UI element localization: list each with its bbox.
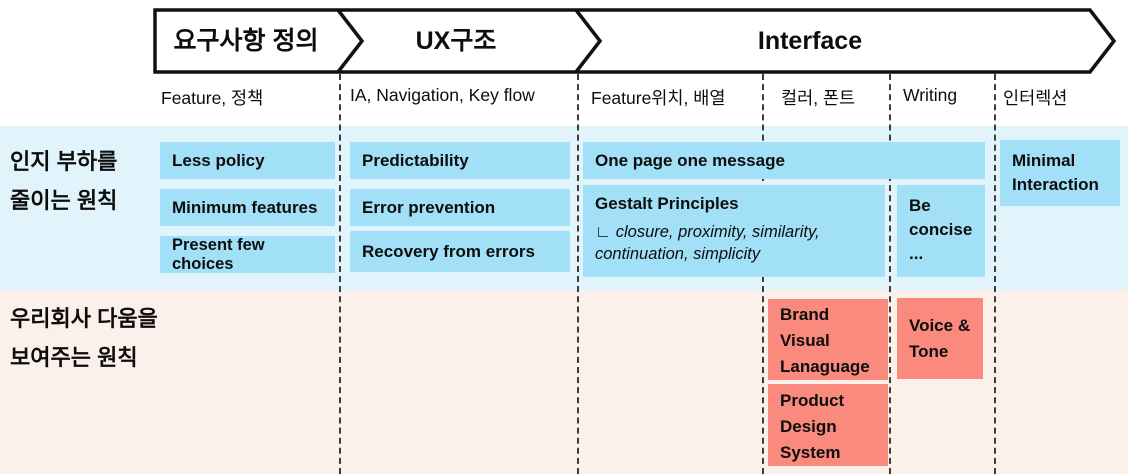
row-label-line: 줄이는 원칙 (10, 188, 118, 213)
column-divider (889, 74, 891, 474)
card-be-concise: Be concise ... (897, 185, 985, 277)
card-one-page-one-message: One page one message (583, 142, 985, 179)
row-label-line: 우리회사 다움을 (10, 306, 158, 331)
chevron-separator-icon (336, 8, 365, 74)
row-label-cognitive-load: 인지 부하를 줄이는 원칙 (10, 142, 117, 220)
card-title: Gestalt Principles (595, 194, 739, 213)
column-header-color-font: 컬러, 폰트 (781, 88, 856, 108)
card-product-design-system: Product Design System (768, 384, 888, 466)
card-recovery-from-errors: Recovery from errors (350, 231, 570, 272)
stage-label-interface: Interface (757, 27, 863, 55)
row-label-line: 인지 부하를 (10, 149, 118, 174)
card-minimal-interaction: Minimal Interaction (1000, 140, 1120, 206)
card-gestalt-principles: Gestalt Principles ∟ closure, proximity,… (583, 185, 885, 277)
stage-label-requirements: 요구사항 정의 (173, 27, 319, 55)
card-present-few-choices: Present few choices (160, 236, 335, 273)
card-subtext: ∟ closure, proximity, similarity, contin… (595, 221, 873, 265)
card-voice-and-tone: Voice & Tone (897, 298, 983, 379)
column-header-writing: Writing (903, 85, 958, 105)
row-label-line: 보여주는 원칙 (10, 345, 138, 370)
stage-label-ux-structure: UX구조 (415, 27, 497, 55)
row-label-brand-identity: 우리회사 다움을 보여주는 원칙 (10, 299, 158, 377)
column-divider (577, 74, 579, 474)
column-header-interaction: 인터렉션 (1003, 88, 1068, 108)
column-divider (994, 74, 996, 474)
card-less-policy: Less policy (160, 142, 335, 179)
column-header-ia-navigation: IA, Navigation, Key flow (350, 85, 535, 105)
column-header-feature-policy: Feature, 정책 (161, 88, 264, 108)
card-predictability: Predictability (350, 142, 570, 179)
banner-outline (153, 8, 1117, 74)
card-minimum-features: Minimum features (160, 189, 335, 226)
column-header-feature-layout: Feature위치, 배열 (591, 88, 726, 108)
chevron-separator-icon (574, 8, 603, 74)
card-subtext-line: ∟ closure, proximity, similarity, (595, 223, 820, 241)
card-brand-visual-language: Brand Visual Lanaguage (768, 299, 888, 380)
process-arrow-banner (153, 8, 1117, 74)
column-divider (339, 74, 341, 474)
card-subtext-line: continuation, simplicity (595, 245, 761, 263)
card-error-prevention: Error prevention (350, 189, 570, 226)
